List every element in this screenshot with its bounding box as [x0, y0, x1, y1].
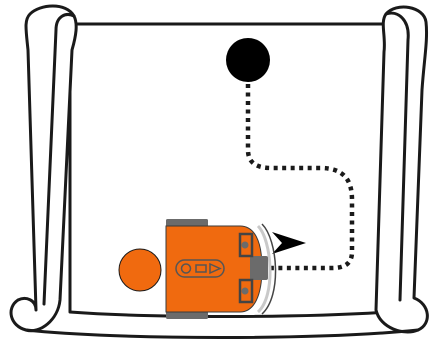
robot-front-sensor: [250, 256, 268, 280]
robot-body: [166, 226, 262, 312]
target-marker: [226, 38, 270, 82]
scroll-bottom-edge: [26, 330, 418, 338]
robot-led-bottom: [242, 288, 249, 295]
robot-led-top: [242, 242, 249, 249]
start-marker: [119, 249, 161, 291]
